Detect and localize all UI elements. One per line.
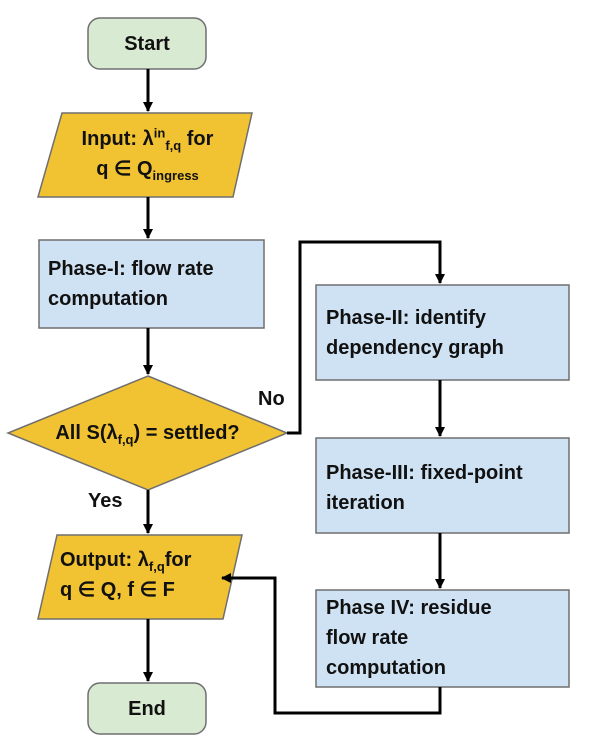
end-label: End <box>128 698 166 720</box>
start-label: Start <box>124 33 170 55</box>
decision-label: All S(λf,q) = settled? <box>55 422 240 447</box>
phase2-node <box>315 284 570 381</box>
phase1-node <box>38 239 265 329</box>
phase4-node <box>315 589 570 688</box>
branch-no-label: No <box>258 388 285 410</box>
arrow-decision-no <box>287 240 445 435</box>
arrow-phase4-to-output <box>221 573 442 715</box>
end-node <box>87 682 207 735</box>
phase3-node <box>315 437 570 534</box>
branch-yes-label: Yes <box>88 490 123 512</box>
output-node <box>37 534 243 620</box>
input-label: Input: λinf,q for q ∈ Qingress <box>40 124 255 184</box>
phase3-label: Phase-III: fixed-point iteration <box>326 462 523 514</box>
phase1-label: Phase-I: flow rate computation <box>48 258 214 310</box>
phase4-label: Phase IV: residue flow rate computation <box>326 597 492 679</box>
input-line2: q ∈ Qingress <box>96 158 199 183</box>
phase2-label: Phase-II: identify dependency graph <box>326 307 504 359</box>
output-line1: Output: λf,qfor <box>60 549 192 574</box>
input-line1: Input: λinf,q for <box>81 125 214 153</box>
output-line2: q ∈ Q, f ∈ F <box>60 579 175 601</box>
input-node <box>37 112 253 198</box>
output-label: Output: λf,qfor q ∈ Q, f ∈ F <box>60 545 235 605</box>
